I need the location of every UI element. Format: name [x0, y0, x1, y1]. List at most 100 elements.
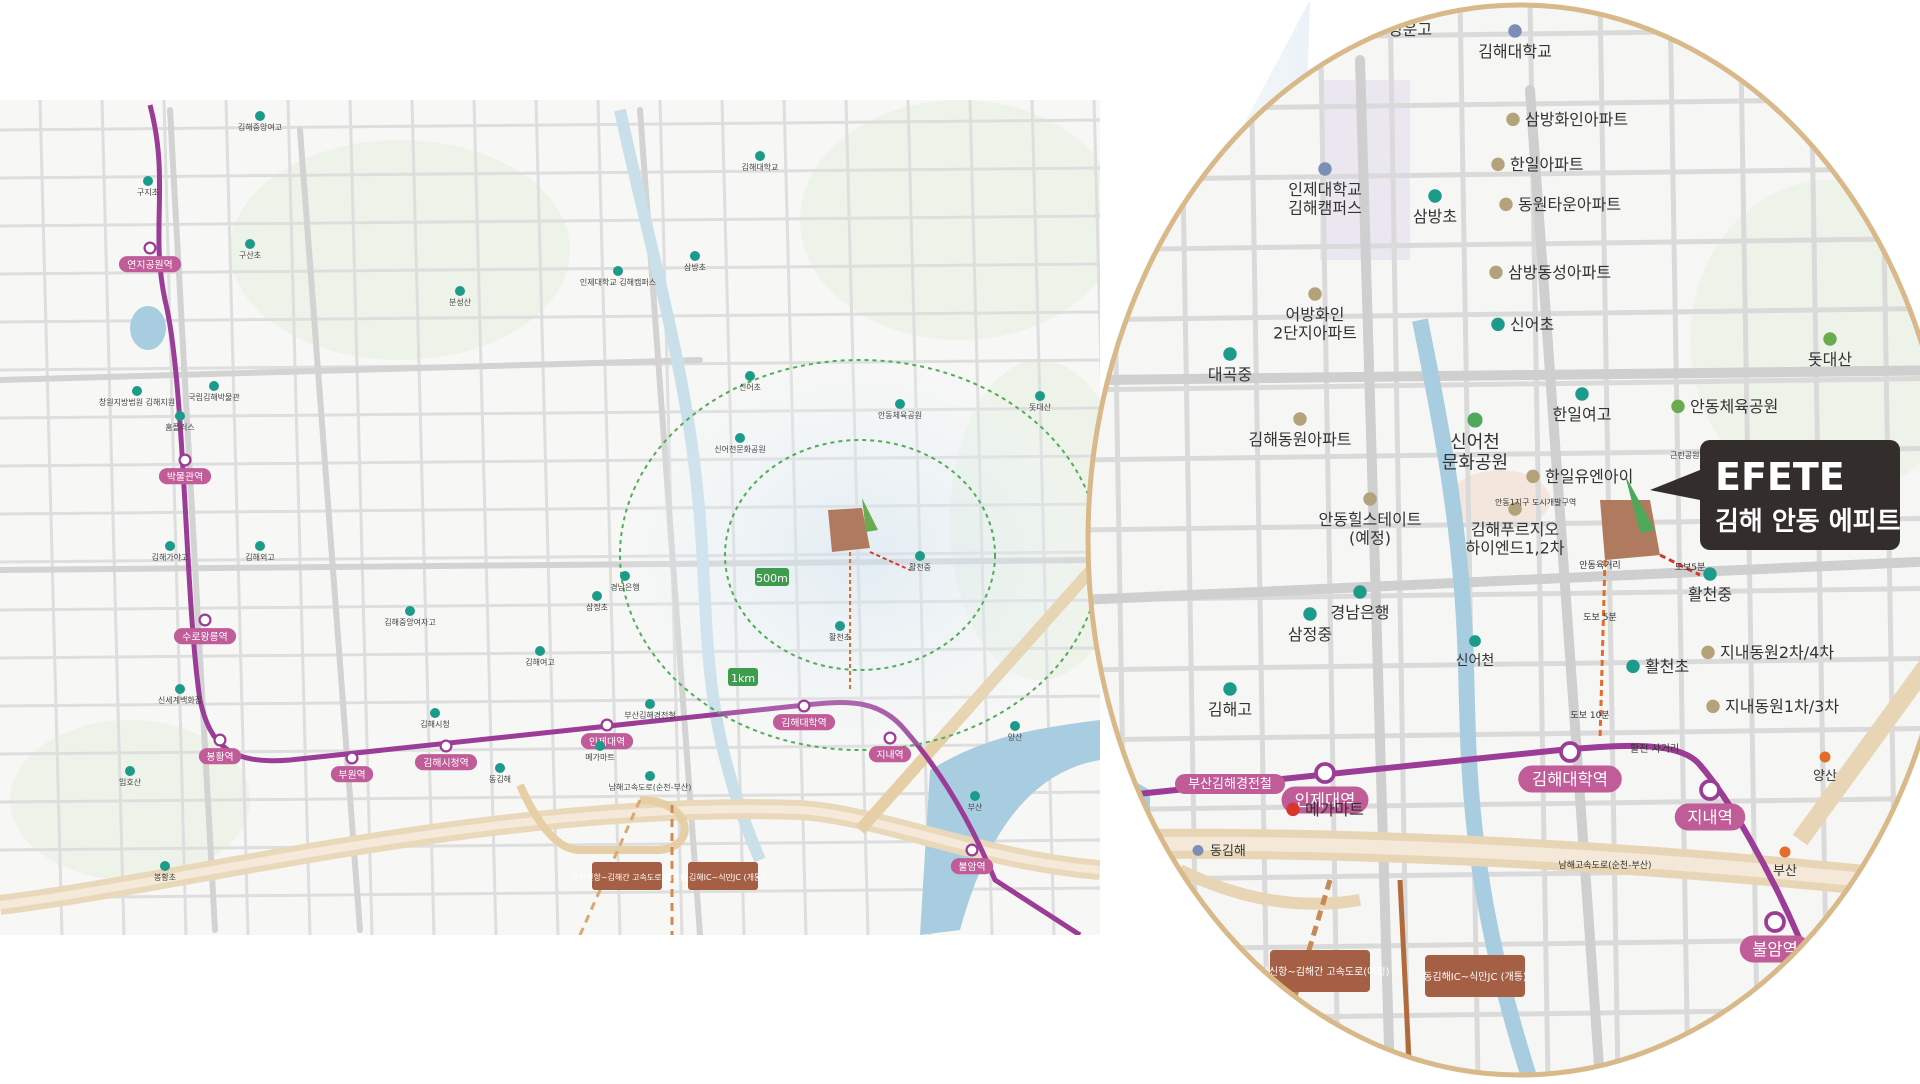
zoom-place-icon [1469, 635, 1481, 647]
zoom-place-label: 남해고속도로(순천-부산) [1558, 860, 1651, 871]
zoom-place-icon [1701, 645, 1715, 660]
overview-place-label: 봉황초 [154, 872, 176, 882]
overview-place-icon [970, 791, 980, 801]
zoom-place-icon [1192, 844, 1204, 856]
zoom-station-badge [1518, 765, 1622, 793]
zoom-place-label: 삼정중 [1288, 625, 1332, 644]
zoom-place-label: 지내동원2차/4차 [1720, 643, 1834, 662]
zoom-circle-border [1085, 2, 1920, 1078]
overview-station-dot [439, 739, 453, 753]
overview-station-label: 김해대학역 [781, 716, 826, 729]
overview-station-badge [158, 468, 212, 485]
overview-station-label: 인제대역 [589, 736, 625, 748]
overview-place-icon [430, 708, 440, 718]
ring-1km-label: 1km [731, 672, 755, 685]
overview-place-icon [255, 541, 265, 551]
overview-place-icon [1035, 391, 1045, 401]
overview-place-label: 메가마트 [585, 753, 614, 762]
zoom-metro-line [1088, 742, 1803, 942]
zoom-place-label: 한일유엔아이 [1545, 467, 1633, 486]
overview-place-label: 인제대학교 김해캠퍼스 [580, 277, 656, 287]
overview-place-label: 신어천문화공원 [714, 444, 766, 454]
overview-place-label: 창원지방법원 김해지원 [99, 397, 175, 407]
zoom-place-label: 도보 5분 [1583, 612, 1616, 623]
overview-place-label: 분성산 [449, 297, 472, 307]
zoom-place-icon [1823, 332, 1837, 346]
overview-station-dot [600, 718, 614, 732]
park-marker [862, 498, 878, 532]
overview-station-dot [198, 613, 212, 627]
overview-place-label: 김해중앙여고 [238, 122, 282, 132]
ring-500m [724, 439, 996, 671]
overview-place-label: 구지초 [137, 188, 159, 197]
overview-place-label: 동김해 [489, 774, 511, 784]
zoom-place-icon [1353, 585, 1367, 599]
metro-line [147, 104, 1082, 935]
zoom-place-label: 양산 [1813, 769, 1837, 784]
zoom-line-label: 부산김해경전철 [1188, 777, 1272, 792]
zoom-place-label: 동김해 [1210, 844, 1246, 859]
overview-station-label: 박물관역 [167, 471, 203, 483]
zoom-place-icon [1526, 469, 1540, 484]
zoom-place-label: 경남은행 [1331, 603, 1390, 622]
overview-place-icon [255, 111, 265, 121]
zoom-place-icon [1626, 659, 1640, 674]
zoom-place-label: 신어천 [1456, 653, 1495, 669]
overview-place-icon [175, 684, 185, 694]
zoom-place-icon [1506, 112, 1520, 127]
overview-station-badge [173, 628, 237, 645]
overview-place-label: 임호산 [119, 777, 142, 787]
overview-station-label: 봉황역 [206, 751, 233, 763]
zoom-place-label: 한일아파트 [1510, 155, 1584, 174]
zoom-place-label: 지내동원1차/3차 [1725, 697, 1839, 716]
callout-name: 김해 안동 에피트 [1715, 507, 1901, 537]
overview-station-label: 수로왕릉역 [182, 631, 227, 643]
ring-500m-badge [755, 568, 789, 586]
zoom-station-label: 지내역 [1687, 808, 1733, 827]
overview-place-icon [455, 286, 465, 296]
overview-station-badge [580, 733, 634, 750]
zoom-opened-expressway-label: 동김해IC~식만JC (개통) [1423, 970, 1527, 983]
overview-place-label: 홈플러스 [165, 422, 194, 432]
overview-place-icon [613, 266, 623, 276]
overview-place-icon [690, 251, 700, 261]
ring-1km [619, 359, 1100, 751]
overview-station-label: 부원역 [338, 769, 365, 781]
zoom-place-label: 삼방화인아파트 [1525, 110, 1628, 129]
zoom-place-icon [1703, 567, 1717, 581]
zoom-place-label: 동원타운아파트 [1518, 195, 1621, 214]
overview-place-icon [1010, 721, 1020, 731]
zoom-place-label: 부산 [1773, 864, 1797, 879]
overview-place-label: 국립김해박물관 [188, 392, 240, 402]
overview-place-label: 김해대학교 [742, 162, 779, 172]
overview-station-dot [797, 699, 811, 713]
zoom-planned-expressway-box [1270, 950, 1370, 992]
overview-station-badge [198, 748, 242, 765]
zoom-place-label: 김해대학교 [1478, 42, 1552, 61]
overview-place-label: 경남은행 [610, 582, 639, 592]
overview-place-icon [125, 766, 135, 776]
zoom-place-label: 삼방동성아파트 [1508, 263, 1611, 282]
zoom-place-icon [1286, 802, 1300, 817]
overview-place-icon [209, 381, 219, 391]
overview-place-icon [405, 606, 415, 616]
zoom-place-label: 메가마트 [1305, 800, 1364, 819]
zoom-place-icon [1223, 682, 1237, 696]
zoom-line-badge [1175, 774, 1285, 794]
overview-station-dot [178, 453, 192, 467]
overview-place-label: 김해외고 [245, 552, 274, 562]
zoom-place-icon [1491, 317, 1505, 332]
overview-place-label: 김해중앙여자고 [384, 617, 436, 627]
zoom-place-label: 활천중 [1688, 585, 1732, 604]
ring-1km-badge [728, 668, 758, 686]
overview-place-label: 김해가야고 [152, 552, 189, 562]
zoom-place-icon [1779, 846, 1791, 858]
overview-place-label: 부산 [968, 802, 983, 812]
overview-place-icon [245, 239, 255, 249]
planned-expressway-label: 부산신항~김해간 고속도로(예정) [571, 872, 682, 882]
overview-place-label: 김해시청 [420, 719, 449, 729]
zoom-place-icon [1671, 399, 1685, 414]
